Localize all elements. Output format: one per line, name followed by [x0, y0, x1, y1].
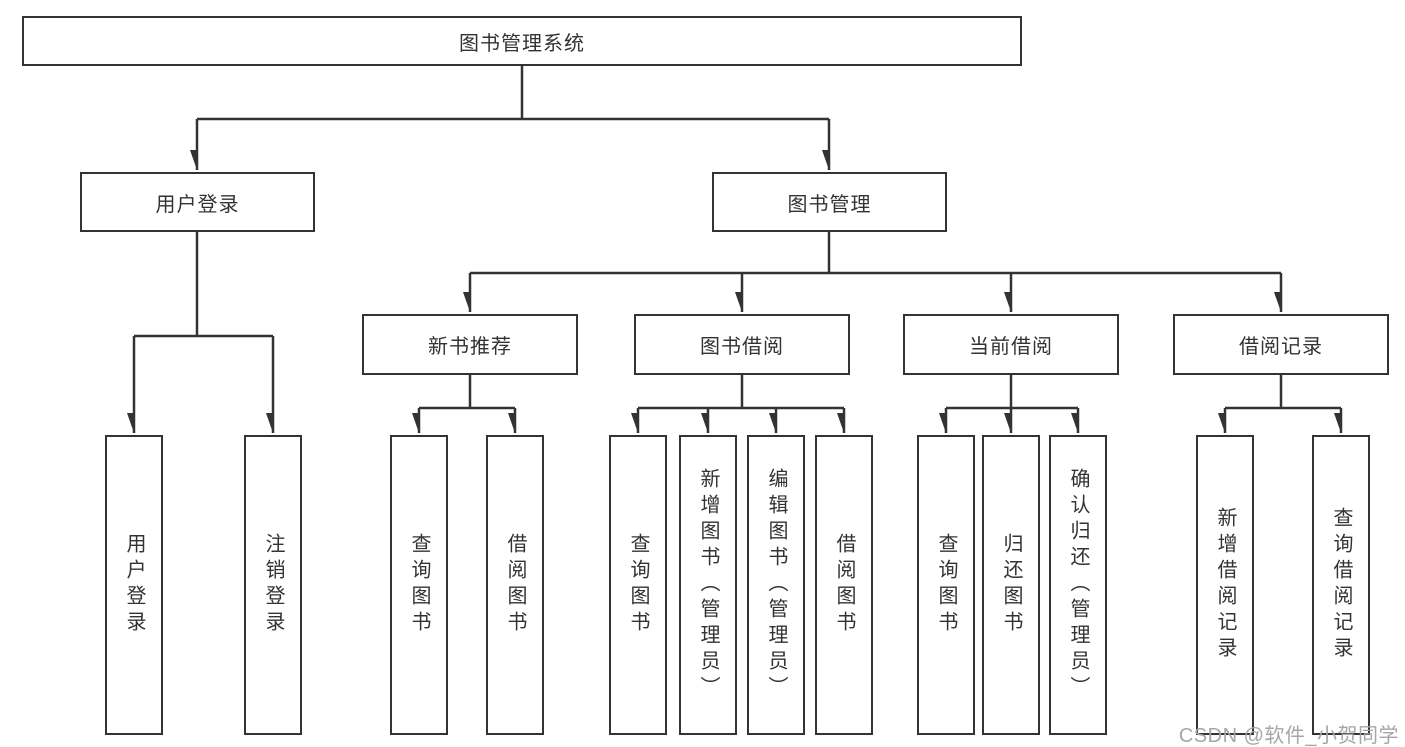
leaf-query-borrow-record: 查询借阅记录 — [1312, 435, 1370, 735]
leaf-add-borrow-record: 新增借阅记录 — [1196, 435, 1254, 735]
leaf-return-books: 归还图书 — [982, 435, 1040, 735]
node-new-book-recommend: 新书推荐 — [362, 314, 578, 375]
csdn-watermark: CSDN @软件_小贺同学 — [1178, 725, 1399, 747]
leaf-query-books-current: 查询图书 — [917, 435, 975, 735]
leaf-query-books-borrowing: 查询图书 — [609, 435, 667, 735]
node-book-borrowing: 图书借阅 — [634, 314, 850, 375]
leaf-borrow-books-recommend: 借阅图书 — [486, 435, 544, 735]
leaf-confirm-return-admin: 确认归还（管理员） — [1049, 435, 1107, 735]
leaf-borrow-books: 借阅图书 — [815, 435, 873, 735]
node-borrowing-records: 借阅记录 — [1173, 314, 1389, 375]
leaf-query-books-recommend: 查询图书 — [390, 435, 448, 735]
node-user-login: 用户登录 — [80, 172, 315, 232]
connector-arrows — [134, 119, 1343, 433]
leaf-edit-books-admin: 编辑图书（管理员） — [747, 435, 805, 735]
node-library-management-system: 图书管理系统 — [22, 16, 1022, 66]
node-current-borrowing: 当前借阅 — [903, 314, 1119, 375]
leaf-add-books-admin: 新增图书（管理员） — [679, 435, 737, 735]
leaf-logout: 注销登录 — [244, 435, 302, 735]
node-book-management: 图书管理 — [712, 172, 947, 232]
leaf-user-login: 用户登录 — [105, 435, 163, 735]
